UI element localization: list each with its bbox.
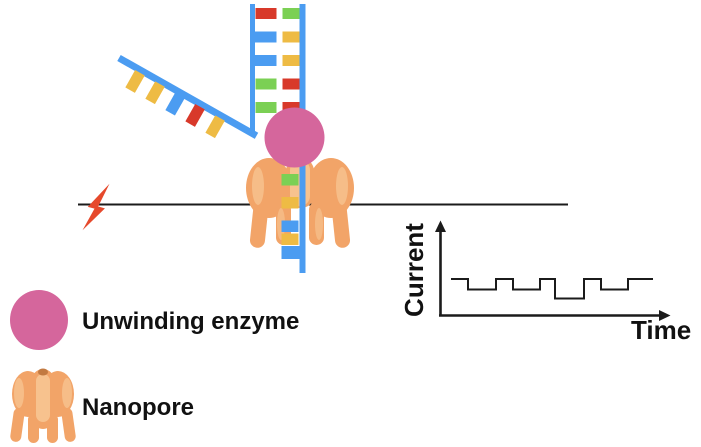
current-plot [435,220,671,321]
legend-pore-highlight [36,374,50,422]
overhang-base [145,81,165,105]
overhang-base [165,92,185,116]
overhang-base [125,70,145,93]
thread-end-segment [281,246,300,259]
y-axis-arrowhead-icon [435,220,446,232]
dna-base-pairs [250,8,301,113]
unwinding-enzyme [264,107,325,168]
nanopore-leg [331,201,351,248]
base-pair-left [250,55,277,66]
legend-pore-opening [38,368,48,376]
dna-duplex [250,4,301,132]
base-pair-right [282,31,301,43]
base-pair-left [250,31,277,43]
legend-pore-highlight [62,378,72,408]
legend-nanopore-icon [10,368,76,443]
base-pair-right [282,55,301,66]
nanopore-leg [249,201,269,248]
overhang-base [205,115,225,139]
lightning-bolt-icon [82,183,110,231]
overhang-base [185,104,205,127]
base-pair-right [282,102,301,113]
current-trace [451,278,653,300]
legend-pore-highlight [14,378,24,408]
dna-left-rail [250,4,255,132]
base-pair-right [282,78,301,90]
x-axis-arrowhead-icon [659,310,671,321]
base-pair-left [255,102,277,113]
base-pair-right [282,8,301,19]
legend-enzyme-icon [10,290,68,350]
legend-pore-leg [61,408,76,442]
time-axis-label: Time [631,315,692,345]
thread-base [281,220,299,232]
base-pair-left [255,78,277,90]
nanopore-highlight [252,167,264,205]
thread-base [281,233,299,245]
current-axis-label: Current [399,223,429,317]
legend-enzyme-label: Unwinding enzyme [82,308,300,335]
nanopore-highlight [315,208,323,240]
thread-bases [281,174,299,245]
lightning-bolt-shape [82,183,110,231]
base-pair-left [255,8,277,19]
nanopore-highlight [336,167,348,205]
thread-base [281,197,299,209]
legend-pore-leg [10,408,25,442]
overhang-bases [125,70,225,139]
legend-nanopore-label: Nanopore [82,394,195,421]
overhang-backbone [117,54,259,139]
thread-base [281,174,299,186]
dna-overhang-strand [117,54,259,139]
